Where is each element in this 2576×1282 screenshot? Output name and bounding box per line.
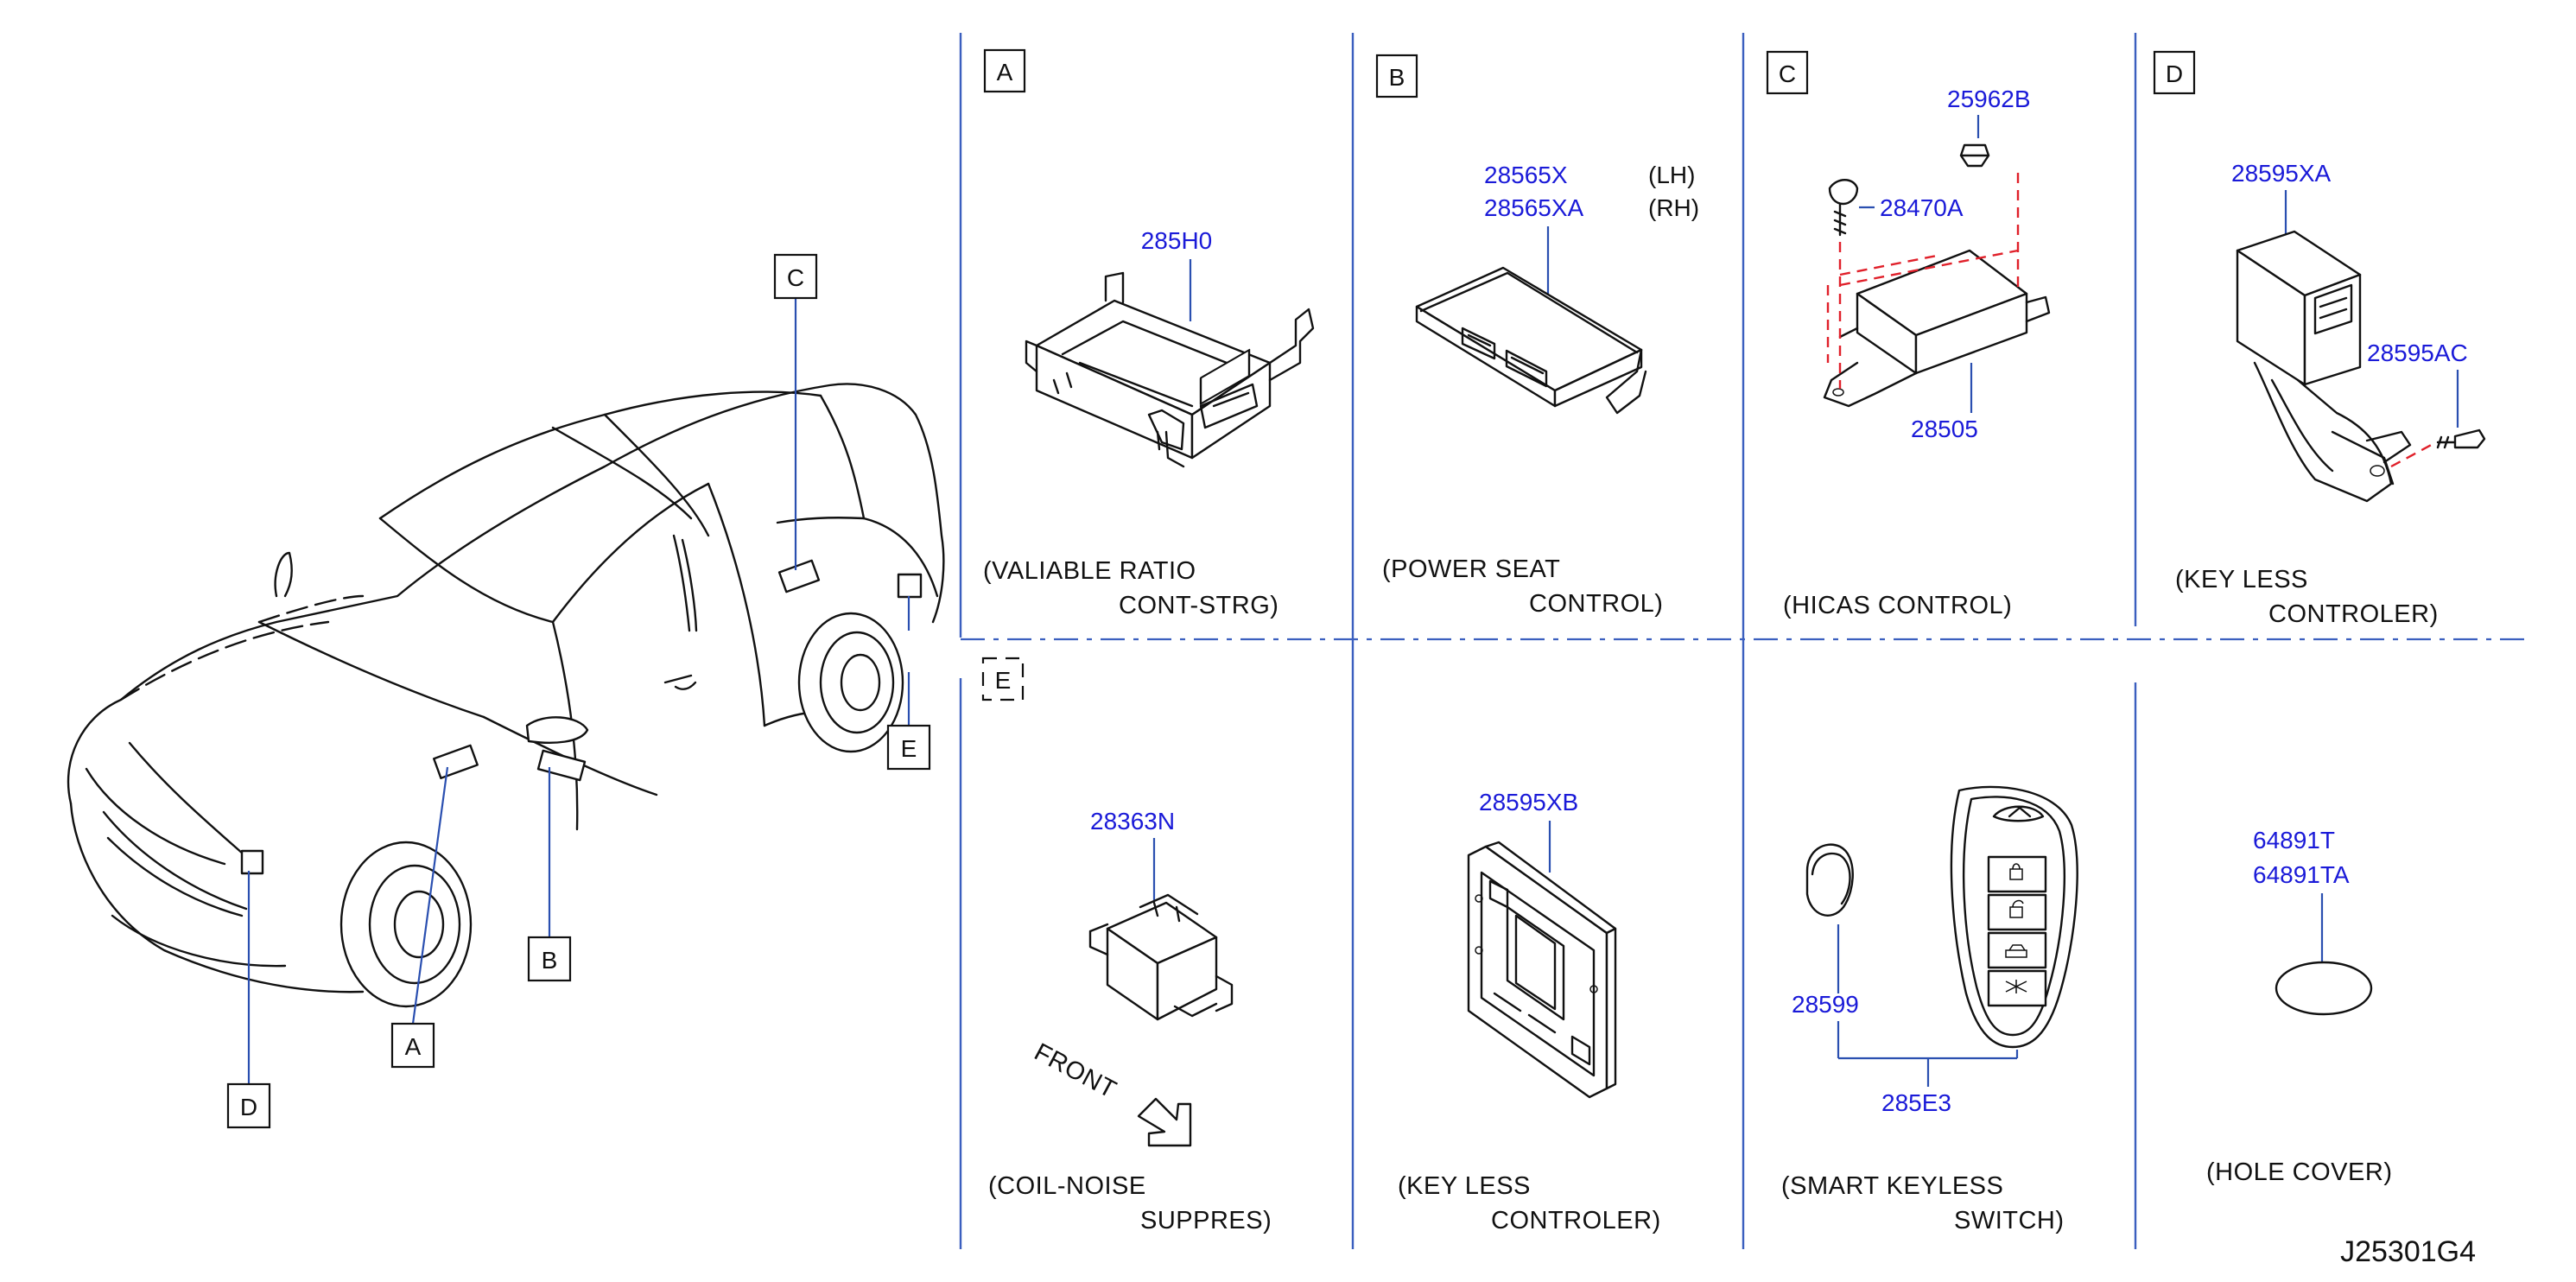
panel-b: B 28565X (LH) 28565XA (RH) (POWER SEAT C… (1375, 54, 1699, 618)
side-lh: (LH) (1648, 162, 1695, 188)
vehicle-overview-drawing (67, 383, 945, 1008)
panel-c: C 25962B 28470A 28505 (HICAS CONTROL) (1766, 50, 2051, 619)
overview-callout-c: C (773, 253, 818, 300)
part-28470a: 28470A (1880, 194, 1964, 221)
coin-battery-drawing (1805, 843, 1854, 917)
panel-e: E 28363N FRONT (COIL-NOISE SUPPRES) (981, 657, 1272, 1234)
part-285h0: 285H0 (1141, 227, 1213, 254)
part-28505: 28505 (1911, 416, 1978, 442)
part-64891t: 64891T (2253, 827, 2335, 854)
panel-a-caption-2: CONT-STRG) (1119, 592, 1278, 619)
panels-b-caption-0: (POWER SEAT (1382, 555, 1560, 583)
panels-f-caption-0: (KEY LESS (1398, 1172, 1531, 1200)
panel-d-letter: D (2166, 60, 2183, 87)
part-28363n: 28363N (1090, 808, 1175, 835)
part-28565x: 28565X (1484, 162, 1568, 188)
overview-callouts-4: D (240, 1094, 257, 1120)
overview-callout-d: D (226, 1082, 271, 1129)
part-64891ta: 64891TA (2253, 861, 2350, 888)
power-seat-control-unit-drawing (1415, 266, 1647, 415)
side-rh: (RH) (1648, 194, 1699, 221)
panels-b-caption-1: CONTROL) (1529, 590, 1663, 618)
panel-g: 28599 285E3 (SMART KEYLESS SWITCH) (1781, 785, 2078, 1234)
panels-d-caption-0: (KEY LESS (2175, 566, 2308, 593)
hicas-control-unit-drawing (1823, 143, 2051, 408)
overview-callouts-1: E (901, 735, 917, 762)
overview-callout-b: B (527, 936, 572, 982)
panel-h: 64891T 64891TA (HOLE COVER) (2206, 827, 2392, 1186)
coil-noise-suppressor-drawing (1088, 893, 1234, 1021)
panel-d: D 28595XA 28595AC (KEY LESS CONTROLER) (2153, 50, 2486, 628)
panels-c-caption-0: (HICAS CONTROL) (1783, 592, 2012, 619)
panel-c-letter: C (1779, 60, 1796, 87)
keyless-controller-2-drawing (1467, 841, 1617, 1099)
keyless-controller-unit-drawing (2236, 230, 2486, 503)
panels-e-caption-0: (COIL-NOISE (988, 1172, 1146, 1200)
panel-b-letter: B (1389, 64, 1405, 91)
panel-a-letter-box (983, 48, 1026, 93)
overview-callout-a: A (390, 1022, 435, 1069)
overview-callout-e: E (886, 724, 931, 771)
front-label: FRONT (1030, 1038, 1120, 1104)
part-25962b: 25962B (1947, 86, 2031, 112)
panels-g-caption-1: SWITCH) (1954, 1207, 2065, 1234)
part-28599: 28599 (1792, 991, 1859, 1018)
panel-a-letter: A (997, 59, 1013, 86)
smart-key-fob-drawing (1950, 785, 2078, 1049)
panel-e-letter: E (995, 667, 1012, 694)
hole-cover-drawing (2275, 961, 2373, 1016)
panels-e-caption-1: SUPPRES) (1140, 1207, 1272, 1234)
overview-callouts-3: A (405, 1033, 422, 1060)
panel-a: A 285H0 (VALIABLE RATIO CONT-STRG) (983, 48, 1315, 619)
part-28595xa: 28595XA (2231, 160, 2332, 187)
panels-h-caption-0: (HOLE COVER) (2206, 1158, 2392, 1186)
panels-d-caption-1: CONTROLER) (2268, 600, 2439, 628)
variable-ratio-control-unit-drawing (1025, 271, 1315, 468)
part-28595ac: 28595AC (2367, 340, 2468, 366)
figure-id: J25301G4 (2340, 1235, 2476, 1268)
overview-callouts-2: B (542, 947, 558, 974)
part-285e3: 285E3 (1881, 1089, 1951, 1116)
panels-g-caption-0: (SMART KEYLESS (1781, 1172, 2003, 1200)
part-28565xa: 28565XA (1484, 194, 1584, 221)
front-direction-arrow (1137, 1097, 1192, 1147)
panel-a-caption-1: (VALIABLE RATIO (983, 557, 1196, 585)
overview-leaders (247, 298, 910, 1084)
panels-f-caption-1: CONTROLER) (1491, 1207, 1661, 1234)
part-28595xb: 28595XB (1479, 789, 1578, 816)
panel-f: 28595XB (KEY LESS CONTROLER) (1398, 789, 1661, 1234)
panel-dividers (959, 33, 2531, 1249)
overview-callouts-0: C (787, 264, 804, 291)
